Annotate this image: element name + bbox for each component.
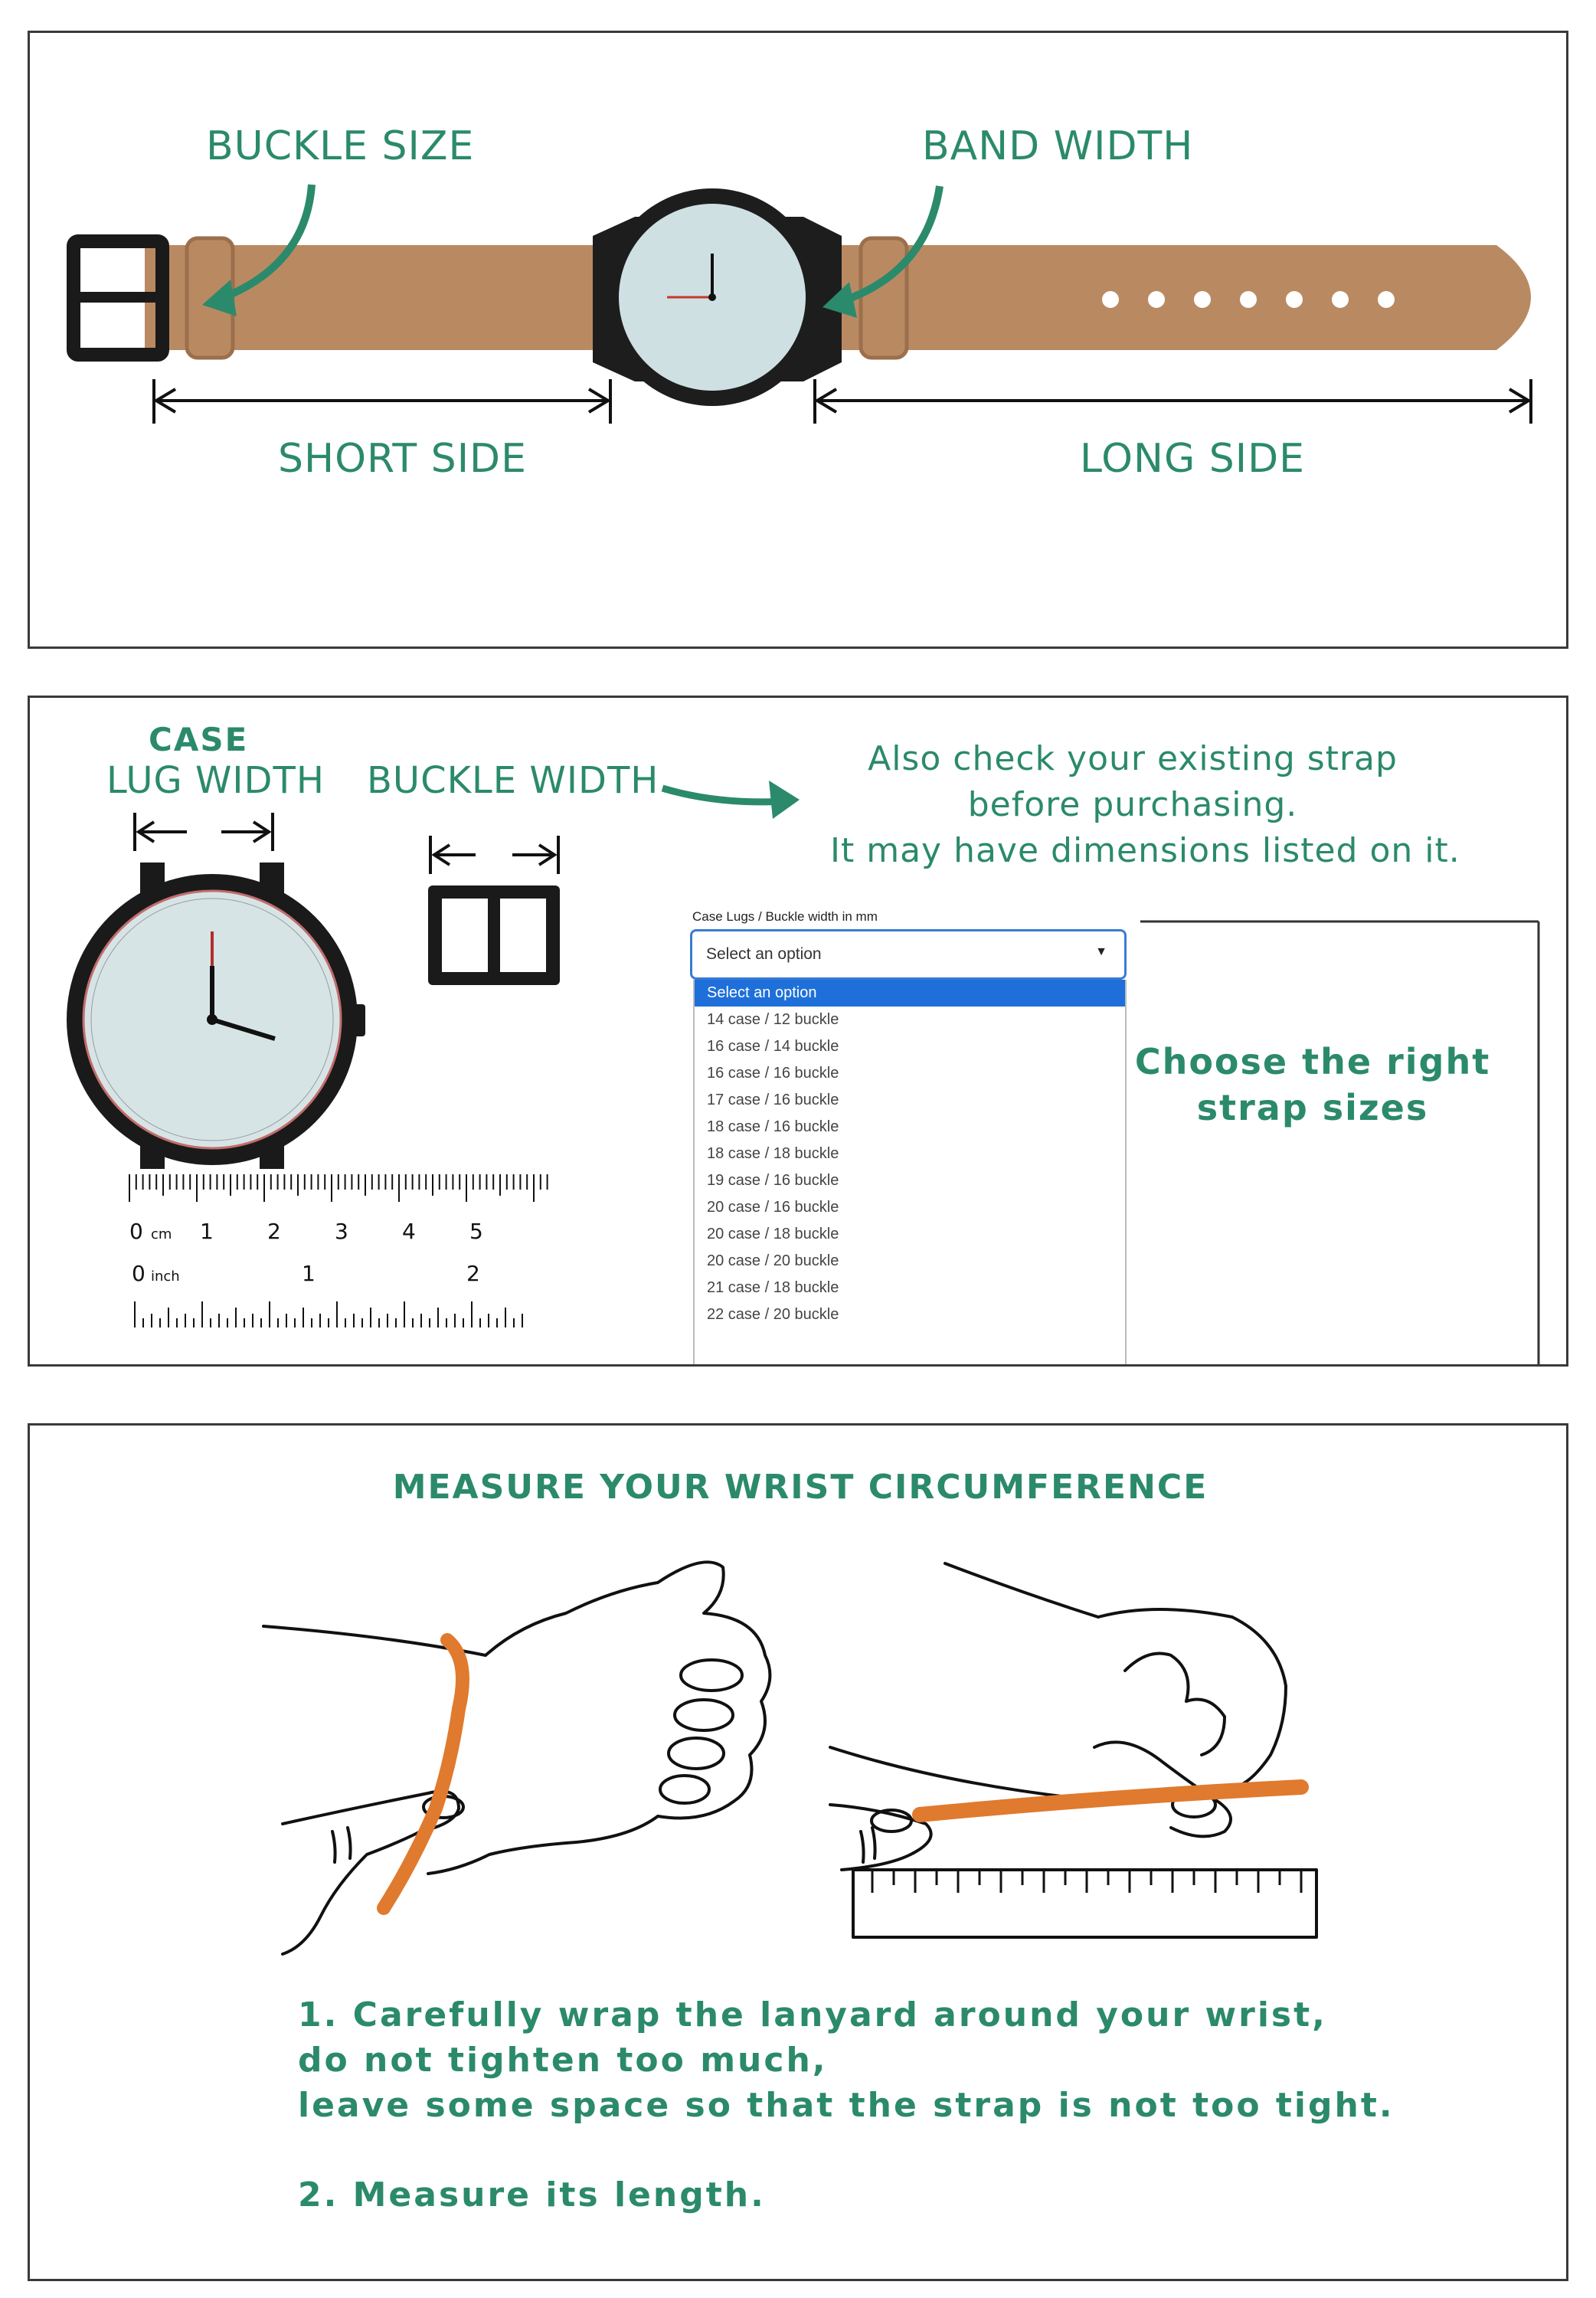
step-line: do not tighten too much,: [298, 2041, 828, 2080]
hand-illustrations: [262, 1560, 1318, 1956]
step-line: 1. Carefully wrap the lanyard around you…: [298, 1995, 1327, 2034]
size-option[interactable]: 19 case / 16 buckle: [707, 1172, 839, 1189]
dimension-lines: [152, 379, 1532, 424]
case-label: CASE: [149, 721, 249, 758]
size-option[interactable]: Select an option: [695, 980, 1125, 1007]
size-options-list: Select an option 14 case / 12 buckle 16 ca…: [693, 980, 1127, 1364]
metric-imperial-ruler: [129, 1174, 548, 1327]
cm-unit-label: cm: [151, 1226, 172, 1242]
choose-line: Choose the right: [1134, 1041, 1491, 1082]
size-option[interactable]: 20 case / 16 buckle: [707, 1199, 839, 1216]
watch-strap-illustration: [67, 184, 1532, 424]
inch-zero-label: 0: [132, 1261, 146, 1286]
step-one-text: 1. Carefully wrap the lanyard around you…: [298, 1992, 1395, 2128]
cm-label: 2: [267, 1219, 281, 1244]
cm-label: 3: [335, 1219, 348, 1244]
strap-anatomy-panel: BUCKLE SIZE BAND WIDTH SHORT SIDE LONG S…: [28, 31, 1568, 649]
buckle-width-label: BUCKLE WIDTH: [367, 759, 659, 802]
long-side-label: LONG SIDE: [1080, 436, 1306, 482]
note-line: Also check your existing strap: [868, 739, 1398, 778]
panel-title: MEASURE YOUR WRIST CIRCUMFERENCE: [392, 1468, 1208, 1507]
size-option[interactable]: 14 case / 12 buckle: [707, 1011, 839, 1028]
choose-line: strap sizes: [1196, 1087, 1429, 1128]
size-select[interactable]: Select an option ▼: [690, 929, 1127, 980]
choose-sizes-text: Choose the right strap sizes: [1125, 1039, 1500, 1131]
size-option[interactable]: 21 case / 18 buckle: [707, 1279, 839, 1296]
chevron-down-icon: ▼: [1095, 945, 1107, 958]
inch-unit-label: inch: [151, 1268, 180, 1285]
size-option[interactable]: 16 case / 16 buckle: [707, 1065, 839, 1082]
dropdown-caption: Case Lugs / Buckle width in mm: [692, 909, 878, 924]
wrist-measure-panel: MEASURE YOUR WRIST CIRCUMFERENCE: [28, 1423, 1568, 2281]
cm-label: 4: [402, 1219, 416, 1244]
inch-label: 2: [466, 1261, 480, 1286]
select-value: Select an option: [706, 945, 822, 963]
inch-label: 1: [302, 1261, 316, 1286]
existing-strap-note: Also check your existing strap before pu…: [830, 736, 1460, 874]
size-option[interactable]: 22 case / 20 buckle: [707, 1306, 839, 1323]
lug-width-label: LUG WIDTH: [106, 759, 325, 802]
cm-label: 5: [469, 1219, 483, 1244]
size-option[interactable]: 17 case / 16 buckle: [707, 1092, 839, 1108]
band-width-label: BAND WIDTH: [922, 123, 1194, 169]
note-line: It may have dimensions listed on it.: [830, 831, 1460, 870]
cm-label: 1: [200, 1219, 214, 1244]
size-option[interactable]: 20 case / 20 buckle: [707, 1252, 839, 1269]
size-option[interactable]: 18 case / 18 buckle: [707, 1145, 839, 1162]
size-option[interactable]: 16 case / 14 buckle: [707, 1038, 839, 1055]
size-option[interactable]: 20 case / 18 buckle: [707, 1226, 839, 1242]
cm-zero-label: 0: [129, 1219, 143, 1244]
step-line: leave some space so that the strap is no…: [298, 2086, 1395, 2125]
measurements-panel: CASE LUG WIDTH BUCKLE WIDTH Also check y…: [28, 696, 1568, 1367]
short-side-label: SHORT SIDE: [278, 436, 527, 482]
strap-holes: [1102, 291, 1395, 308]
step-two-text: 2. Measure its length.: [298, 2175, 766, 2215]
note-line: before purchasing.: [967, 785, 1298, 824]
buckle-size-label: BUCKLE SIZE: [206, 123, 475, 169]
case-buckle-illustration: [67, 781, 1540, 1364]
size-option[interactable]: 18 case / 16 buckle: [707, 1118, 839, 1135]
